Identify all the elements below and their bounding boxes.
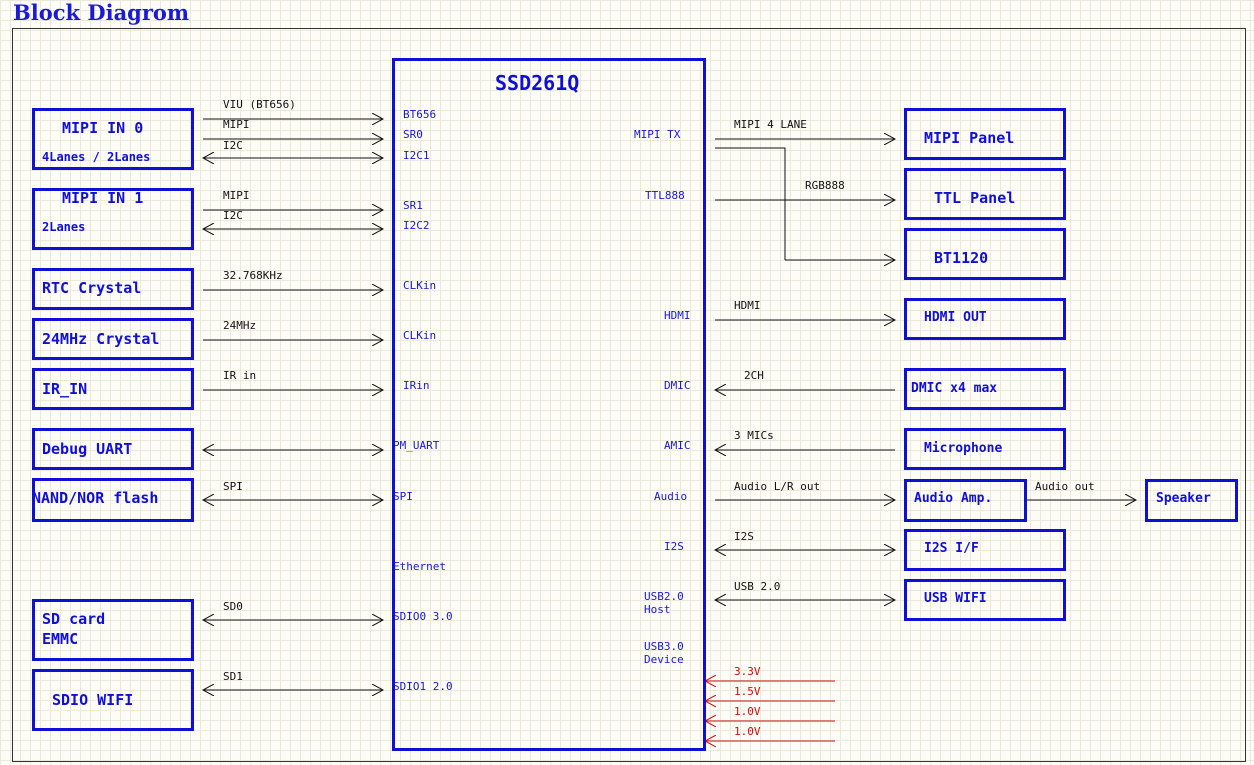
- block-audio-amp: [904, 479, 1027, 522]
- block-mipi-in-0-label: MIPI IN 0: [62, 119, 144, 137]
- block-dmic-label: DMIC x4 max: [911, 381, 998, 396]
- block-sdio-wifi: [32, 669, 194, 731]
- block-nand-nor-flash-label: NAND/NOR flash: [32, 489, 159, 507]
- pin-pm-uart: PM_UART: [393, 439, 440, 452]
- pin-bt656: BT656: [403, 108, 437, 121]
- block-ttl-panel-label: TTL Panel: [934, 189, 1016, 207]
- block-hdmi-out: [904, 298, 1066, 340]
- pin-audio: Audio: [654, 490, 688, 503]
- block-microphone-label: Microphone: [924, 441, 1003, 456]
- pin-irin: IRin: [403, 379, 430, 392]
- block-mipi-panel-label: MIPI Panel: [924, 129, 1015, 147]
- block-mipi-in-1: [32, 188, 194, 250]
- power-1v0-a: 1.0V: [734, 705, 761, 718]
- pin-dmic: DMIC: [664, 379, 691, 392]
- block-audio-amp-label: Audio Amp.: [914, 491, 993, 506]
- block-usb-wifi-label: USB WIFI: [924, 591, 987, 606]
- block-mipi-in-0-sub: 4Lanes / 2Lanes: [42, 150, 151, 164]
- power-1v5: 1.5V: [734, 685, 761, 698]
- block-mipi-in-1-sub: 2Lanes: [42, 220, 86, 234]
- pin-sdio1: SDIO1 2.0: [393, 680, 453, 693]
- pin-usb30: USB3.0: [644, 640, 684, 653]
- pin-hdmi: HDMI: [664, 309, 691, 322]
- pin-ttl888: TTL888: [645, 189, 685, 202]
- pin-i2c1: I2C1: [403, 149, 430, 162]
- power-3v3: 3.3V: [734, 665, 761, 678]
- signal-32768khz: 32.768KHz: [223, 269, 283, 282]
- pin-ethernet: Ethernet: [393, 560, 446, 573]
- pin-i2c2: I2C2: [403, 219, 430, 232]
- block-bt1120-label: BT1120: [934, 249, 989, 267]
- wire-mipi-branch: [715, 147, 786, 260]
- block-sd-card-emmc: [32, 599, 194, 661]
- pin-mipi-tx: MIPI TX: [634, 128, 681, 141]
- block-speaker: [1145, 479, 1238, 522]
- pin-amic: AMIC: [664, 439, 691, 452]
- block-usb-wifi: [904, 579, 1066, 621]
- block-microphone: [904, 428, 1066, 470]
- diagram-title: Block Diagrom: [13, 0, 190, 25]
- signal-viu-bt656: VIU (BT656): [223, 98, 296, 111]
- block-dmic: [904, 368, 1066, 410]
- block-sd-card-label: SD card: [42, 610, 106, 628]
- signal-audio-lr-out: Audio L/R out: [734, 480, 821, 493]
- signal-mipi-1: MIPI: [223, 189, 250, 202]
- signal-i2c-1: I2C: [223, 209, 243, 222]
- pin-sr1: SR1: [403, 199, 423, 212]
- block-mipi-panel: [904, 108, 1066, 160]
- pin-sr0: SR0: [403, 128, 423, 141]
- block-i2s-if-label: I2S I/F: [924, 541, 979, 556]
- block-ttl-panel: [904, 168, 1066, 220]
- block-24mhz-crystal: [32, 318, 194, 360]
- block-debug-uart-label: Debug UART: [42, 440, 133, 458]
- signal-rgb888: RGB888: [805, 179, 845, 192]
- pin-usb20-host: Host: [644, 603, 671, 616]
- signal-24mhz: 24MHz: [223, 319, 257, 332]
- block-i2s-if: [904, 529, 1066, 571]
- pin-i2s: I2S: [664, 540, 684, 553]
- signal-hdmi: HDMI: [734, 299, 761, 312]
- signal-2ch: 2CH: [744, 369, 764, 382]
- pin-clkin-rtc: CLKin: [403, 279, 437, 292]
- pin-usb30-device: Device: [644, 653, 684, 666]
- signal-spi: SPI: [223, 480, 243, 493]
- block-emmc-label: EMMC: [42, 630, 79, 648]
- block-speaker-label: Speaker: [1156, 491, 1211, 506]
- block-mipi-in-1-label: MIPI IN 1: [62, 189, 144, 207]
- chip-ssd261q: [392, 58, 706, 751]
- block-ir-in-label: IR_IN: [42, 380, 88, 398]
- block-sdio-wifi-label: SDIO WIFI: [52, 691, 134, 709]
- block-rtc-crystal: [32, 268, 194, 310]
- block-hdmi-out-label: HDMI OUT: [924, 310, 987, 325]
- signal-usb-20: USB 2.0: [734, 580, 781, 593]
- diagram-frame: [12, 28, 1246, 762]
- block-mipi-in-0: [32, 108, 194, 170]
- block-nand-nor-flash: [32, 478, 194, 522]
- signal-mipi-0: MIPI: [223, 118, 250, 131]
- pin-clkin-24mhz: CLKin: [403, 329, 437, 342]
- block-ir-in: [32, 368, 194, 410]
- block-debug-uart: [32, 428, 194, 470]
- pin-sdio0: SDIO0 3.0: [393, 610, 453, 623]
- signal-3-mics: 3 MICs: [734, 429, 774, 442]
- block-bt1120: [904, 228, 1066, 280]
- pin-usb20: USB2.0: [644, 590, 684, 603]
- block-rtc-crystal-label: RTC Crystal: [42, 279, 142, 297]
- signal-sd1: SD1: [223, 670, 243, 683]
- signal-mipi-4-lane: MIPI 4 LANE: [734, 118, 807, 131]
- block-24mhz-crystal-label: 24MHz Crystal: [42, 330, 160, 348]
- signal-audio-out: Audio out: [1035, 480, 1095, 493]
- pin-spi: SPI: [393, 490, 413, 503]
- chip-name: SSD261Q: [495, 71, 580, 95]
- power-1v0-b: 1.0V: [734, 725, 761, 738]
- signal-i2s: I2S: [734, 530, 754, 543]
- signal-ir-in: IR in: [223, 369, 257, 382]
- signal-i2c-0: I2C: [223, 139, 243, 152]
- signal-sd0: SD0: [223, 600, 243, 613]
